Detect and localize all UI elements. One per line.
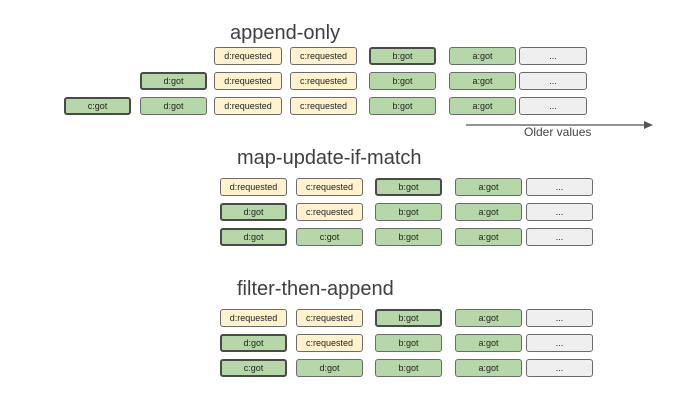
- state-box: b:got: [375, 359, 442, 377]
- state-box: a:got: [455, 309, 522, 327]
- state-box: a:got: [455, 334, 522, 352]
- state-box: d:requested: [220, 309, 287, 327]
- state-box: a:got: [455, 203, 522, 221]
- state-box: a:got: [449, 47, 516, 65]
- state-box: c:requested: [296, 334, 363, 352]
- state-box: b:got: [369, 97, 436, 115]
- state-box: c:requested: [290, 72, 357, 90]
- state-box: c:got: [64, 97, 131, 115]
- state-box: c:requested: [296, 178, 363, 196]
- state-box: c:got: [220, 359, 287, 377]
- state-box: b:got: [375, 309, 442, 327]
- state-box: b:got: [375, 228, 442, 246]
- state-box: d:got: [296, 359, 363, 377]
- state-box: ...: [526, 309, 593, 327]
- state-box: ...: [526, 203, 593, 221]
- state-box: c:requested: [290, 47, 357, 65]
- state-box: ...: [519, 72, 587, 90]
- state-box: c:requested: [296, 203, 363, 221]
- filter-then-append-title: filter-then-append: [237, 278, 394, 300]
- state-box: d:requested: [220, 178, 287, 196]
- state-box: a:got: [449, 72, 516, 90]
- state-box: d:requested: [214, 97, 282, 115]
- state-box: d:got: [140, 72, 207, 90]
- state-box: d:got: [140, 97, 207, 115]
- state-box: d:got: [220, 203, 287, 221]
- state-box: a:got: [455, 359, 522, 377]
- state-box: ...: [519, 47, 587, 65]
- state-box: d:requested: [214, 47, 282, 65]
- state-box: d:got: [220, 228, 287, 246]
- state-box: a:got: [449, 97, 516, 115]
- state-box: b:got: [369, 72, 436, 90]
- state-box: b:got: [375, 334, 442, 352]
- state-box: a:got: [455, 228, 522, 246]
- state-box: c:requested: [290, 97, 357, 115]
- state-box: a:got: [455, 178, 522, 196]
- state-box: ...: [526, 228, 593, 246]
- state-box: b:got: [369, 47, 436, 65]
- state-box: ...: [526, 334, 593, 352]
- map-update-if-match-title: map-update-if-match: [237, 147, 422, 169]
- state-box: c:got: [296, 228, 363, 246]
- append-only-title: append-only: [230, 22, 341, 44]
- state-box: b:got: [375, 178, 442, 196]
- older-values-label: Older values: [524, 125, 592, 139]
- state-box: d:requested: [214, 72, 282, 90]
- state-box: d:got: [220, 334, 287, 352]
- state-box: ...: [519, 97, 587, 115]
- state-box: ...: [526, 359, 593, 377]
- state-box: c:requested: [296, 309, 363, 327]
- state-box: ...: [526, 178, 593, 196]
- state-box: b:got: [375, 203, 442, 221]
